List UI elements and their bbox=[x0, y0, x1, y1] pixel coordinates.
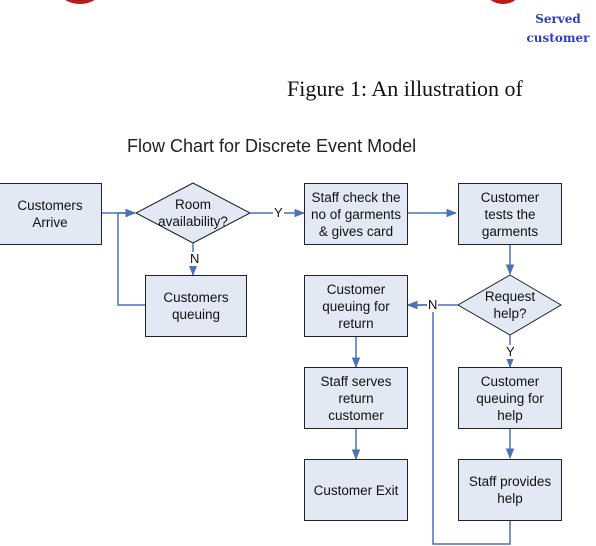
figure-caption: Figure 1: An illustration of bbox=[287, 76, 523, 101]
served-customer-label: Served customer bbox=[526, 12, 590, 45]
arrow-queuing-loop-back bbox=[117, 208, 147, 306]
illustration-red-shape-right bbox=[486, 0, 520, 4]
edge-label-help-no: N bbox=[427, 297, 439, 312]
edge-label-help-yes: Y bbox=[505, 344, 516, 359]
illustration-red-shape-left bbox=[60, 0, 100, 4]
node-room-availability-label: Room availability? bbox=[158, 197, 228, 229]
node-customer-queuing-help: Customer queuing for help bbox=[458, 367, 562, 429]
node-customers-queuing: Customers queuing bbox=[145, 275, 247, 337]
node-customer-tests-garments: Customer tests the garments bbox=[458, 183, 562, 245]
arrow-provides-help-loop bbox=[406, 300, 511, 545]
node-request-help-label: Request help? bbox=[484, 289, 536, 321]
node-staff-serves-return: Staff serves return customer bbox=[304, 367, 408, 429]
node-customers-arrive: Customers Arrive bbox=[0, 183, 102, 245]
node-staff-provides-help: Staff provides help bbox=[458, 459, 562, 521]
flowchart-title: Flow Chart for Discrete Event Model bbox=[127, 136, 417, 156]
node-customer-exit: Customer Exit bbox=[304, 459, 408, 521]
edge-label-room-no: N bbox=[189, 251, 201, 266]
node-staff-check-garments: Staff check the no of garments & gives c… bbox=[304, 183, 408, 245]
node-customer-queuing-return: Customer queuing for return bbox=[304, 275, 408, 337]
edge-label-room-yes: Y bbox=[273, 205, 284, 220]
